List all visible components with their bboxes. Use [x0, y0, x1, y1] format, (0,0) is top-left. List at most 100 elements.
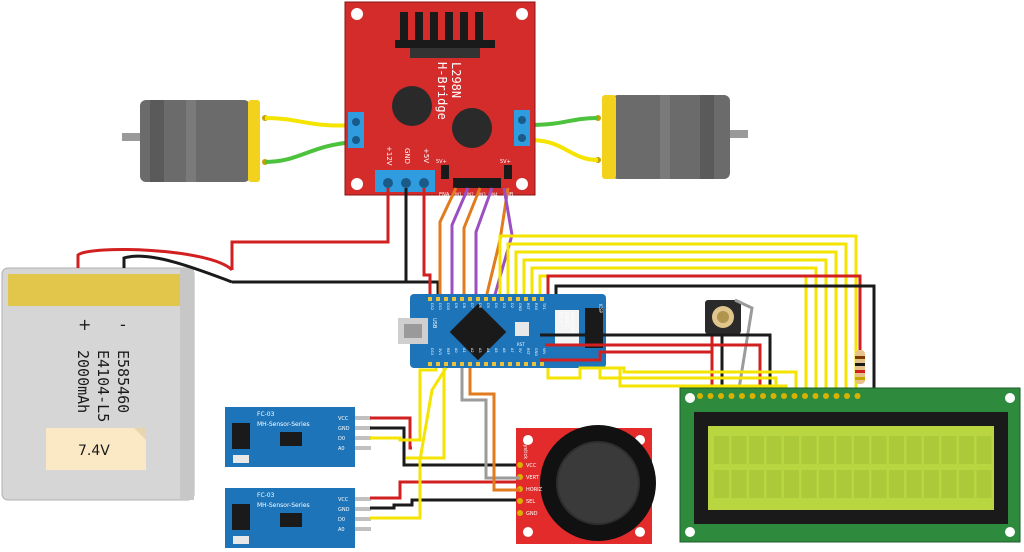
lcd-pin	[718, 393, 724, 399]
nano-pin-d11	[436, 297, 440, 301]
nano-pin-label: A4	[486, 348, 490, 353]
nano-pin-label: A3	[478, 348, 482, 353]
resistor-icon	[855, 350, 865, 384]
nano-pin-label: D6	[478, 303, 482, 308]
lcd-char-cell	[714, 470, 729, 498]
nano-pin-label: GND	[518, 303, 522, 311]
nano-pin-label: 3V3	[438, 348, 442, 355]
nano-pin-rst	[524, 362, 528, 366]
nano-pin-a0	[452, 362, 456, 366]
nano-pin-label: RX0	[534, 303, 538, 310]
lcd-pin	[812, 393, 819, 399]
nano-pin-label: A2	[470, 348, 474, 353]
sensor-pin-label: GND	[338, 426, 350, 432]
lcd-char-cell	[749, 436, 764, 464]
lcd-pin	[854, 393, 861, 399]
nano-name: ARDUINO	[569, 312, 575, 336]
nano-pin-label: D8	[462, 303, 466, 308]
joystick-pin-label: GND	[526, 511, 538, 517]
nano-pin-label: A0	[454, 348, 458, 353]
joystick-pin	[517, 510, 523, 516]
lcd-char-cell	[871, 470, 887, 498]
nano-pin-label: A5	[494, 348, 498, 353]
lcd-pin	[833, 393, 840, 399]
lcd-pin	[781, 393, 787, 399]
sensor-pin	[355, 527, 371, 531]
lcd-char-cell	[959, 470, 974, 498]
arduino-nano-board	[398, 294, 606, 368]
lcd-char-cell	[889, 436, 904, 464]
lcd-char-cell	[941, 436, 957, 464]
joystick-pin-label: HORIZ	[526, 487, 543, 493]
lipo-battery	[1, 267, 195, 501]
sensor-pin	[355, 507, 371, 511]
nano-pin-a4	[484, 362, 488, 366]
hbridge-in4: IN4	[491, 192, 498, 197]
hbridge-in3: IN3	[479, 192, 486, 197]
nano-pin-5v	[516, 362, 520, 366]
nano-pin-label: TX1	[542, 302, 546, 310]
nano-pin-label: A1	[462, 348, 466, 353]
battery-voltage-label: 7.4V	[78, 443, 110, 459]
heatsink-icon	[395, 12, 495, 58]
lcd-char-cell	[854, 436, 869, 464]
nano-pin-label: RST	[526, 303, 530, 311]
sensor-pin	[355, 446, 371, 450]
sensor-pin-label: A0	[338, 527, 345, 533]
nano-pin-label: A7	[510, 348, 514, 353]
nano-usb: USB	[431, 318, 437, 329]
lcd-char-cell	[871, 436, 887, 464]
nano-pin-d10	[444, 297, 448, 301]
lcd-pin	[697, 393, 703, 399]
nano-pin-d3	[500, 297, 504, 301]
nano-pin-label: D5	[486, 303, 490, 308]
nano-pin-vin	[540, 362, 544, 366]
lcd-16x2-display	[679, 387, 1021, 543]
nano-pin-label: 5V	[518, 348, 522, 353]
hbridge-pin-5v: +5V	[422, 148, 430, 163]
nano-icsp: ICSP	[598, 304, 603, 314]
lcd-char-cell	[924, 436, 939, 464]
lcd-char-cell	[714, 436, 729, 464]
sensor-pin-label: D0	[338, 436, 345, 442]
lcd-char-cell	[749, 470, 764, 498]
lcd-char-cell	[766, 436, 782, 464]
sensor-pin-label: A0	[338, 446, 345, 452]
nano-pin-label: REF	[446, 348, 450, 355]
joystick-pin-label: SEL	[526, 499, 535, 505]
sensor-pin	[355, 497, 371, 501]
nano-pin-label: GND	[534, 348, 538, 356]
hbridge-enb: ENB	[503, 192, 514, 198]
nano-pin-a5	[492, 362, 496, 366]
joystick-pin-label: VCC	[526, 463, 537, 469]
lcd-char-cell	[854, 470, 869, 498]
potentiometer-icon	[705, 300, 741, 334]
nano-pin-d2	[508, 297, 512, 301]
sensor-pin-label: GND	[338, 507, 350, 513]
sensor2-model: FC-03	[257, 492, 275, 499]
lcd-pin-header	[697, 393, 861, 399]
lcd-char-cell	[801, 436, 817, 464]
sensor-pin-label: VCC	[338, 497, 349, 503]
joystick-knob-icon	[540, 425, 656, 541]
sensor1-model: FC-03	[257, 411, 275, 418]
nano-pin-gnd	[532, 362, 536, 366]
nano-pin-label: D12	[430, 303, 434, 310]
nano-pin-a1	[460, 362, 464, 366]
hbridge-jumper-right: 5V+	[500, 159, 511, 165]
hbridge-jumper-left: 5V+	[436, 159, 447, 165]
lcd-char-cell	[731, 436, 747, 464]
nano-pin-tx1	[540, 297, 544, 301]
joystick-pins: VCC VERT HORIZ SEL GND	[517, 462, 543, 517]
hbridge-pin-gnd: GND	[403, 148, 411, 164]
lcd-char-cell	[836, 470, 852, 498]
dc-motor-icon-left	[122, 100, 268, 182]
sensor-pin-label: VCC	[338, 416, 349, 422]
battery-line3: 2000mAh	[74, 350, 92, 413]
nano-pin-label: D11	[438, 303, 442, 310]
sensor-pin	[355, 517, 371, 521]
nano-pin-d5	[484, 297, 488, 301]
joystick-pin-label: VERT	[526, 475, 540, 481]
